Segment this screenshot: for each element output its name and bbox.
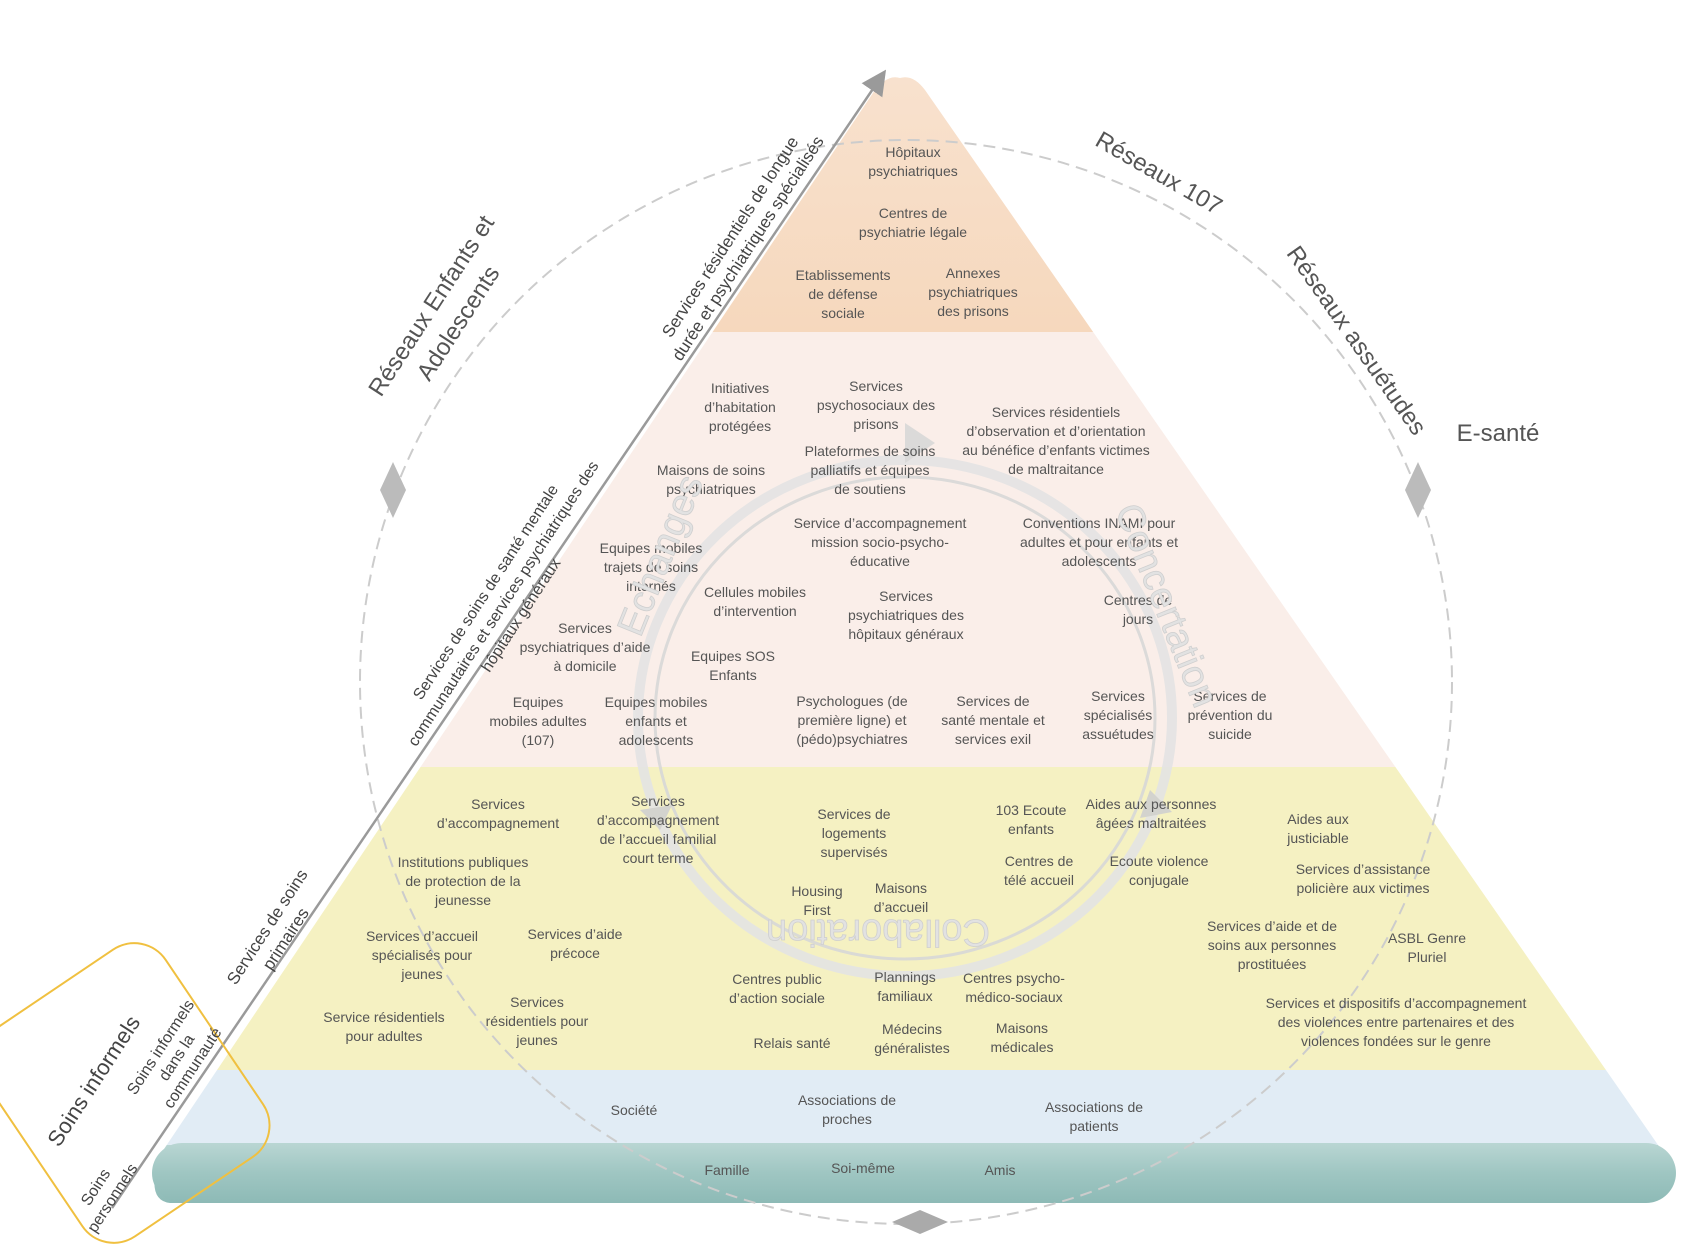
- network-107: Réseaux 107: [1091, 126, 1227, 220]
- e-health-label: E-santé: [1457, 420, 1540, 447]
- lower-layer-item: Services et dispositifs d’accompagnement…: [1266, 995, 1527, 1049]
- ring-arrowhead-right-icon: [1140, 790, 1172, 818]
- cooperation-ring: [633, 423, 1177, 981]
- ring-arrowhead-left-icon: [640, 805, 672, 830]
- bottom-double-arrow-icon: [892, 1210, 948, 1234]
- personal-care-label: Soinspersonnels: [68, 1150, 142, 1236]
- network-children-adolescents: Réseaux Enfants etAdolescents: [363, 210, 527, 418]
- ring-arrowhead-top-icon: [905, 423, 935, 463]
- layer-lower-primary: [154, 767, 1670, 1070]
- layer-community: [154, 1070, 1670, 1145]
- informal-care-box: [0, 942, 271, 1244]
- layer-base-band: [152, 1143, 1676, 1203]
- network-addiction: Réseaux assuétudes: [1281, 241, 1432, 440]
- ring-word-collaboration: Collaboration: [766, 911, 990, 953]
- community-layer-item: Société: [611, 1102, 658, 1118]
- base-layer-item: Soi-même: [831, 1160, 895, 1176]
- network-circle: [359, 139, 1453, 1225]
- base-layer-item: Amis: [984, 1162, 1015, 1178]
- left-double-arrow-icon: [380, 462, 406, 518]
- lower-layer-item: Centres psycho-médico-sociaux: [963, 970, 1065, 1005]
- base-layer-item: Famille: [704, 1162, 749, 1178]
- lower-layer-item: Relais santé: [753, 1035, 830, 1051]
- right-double-arrow-icon: [1405, 462, 1431, 518]
- level-axis-arrow: [110, 69, 887, 1209]
